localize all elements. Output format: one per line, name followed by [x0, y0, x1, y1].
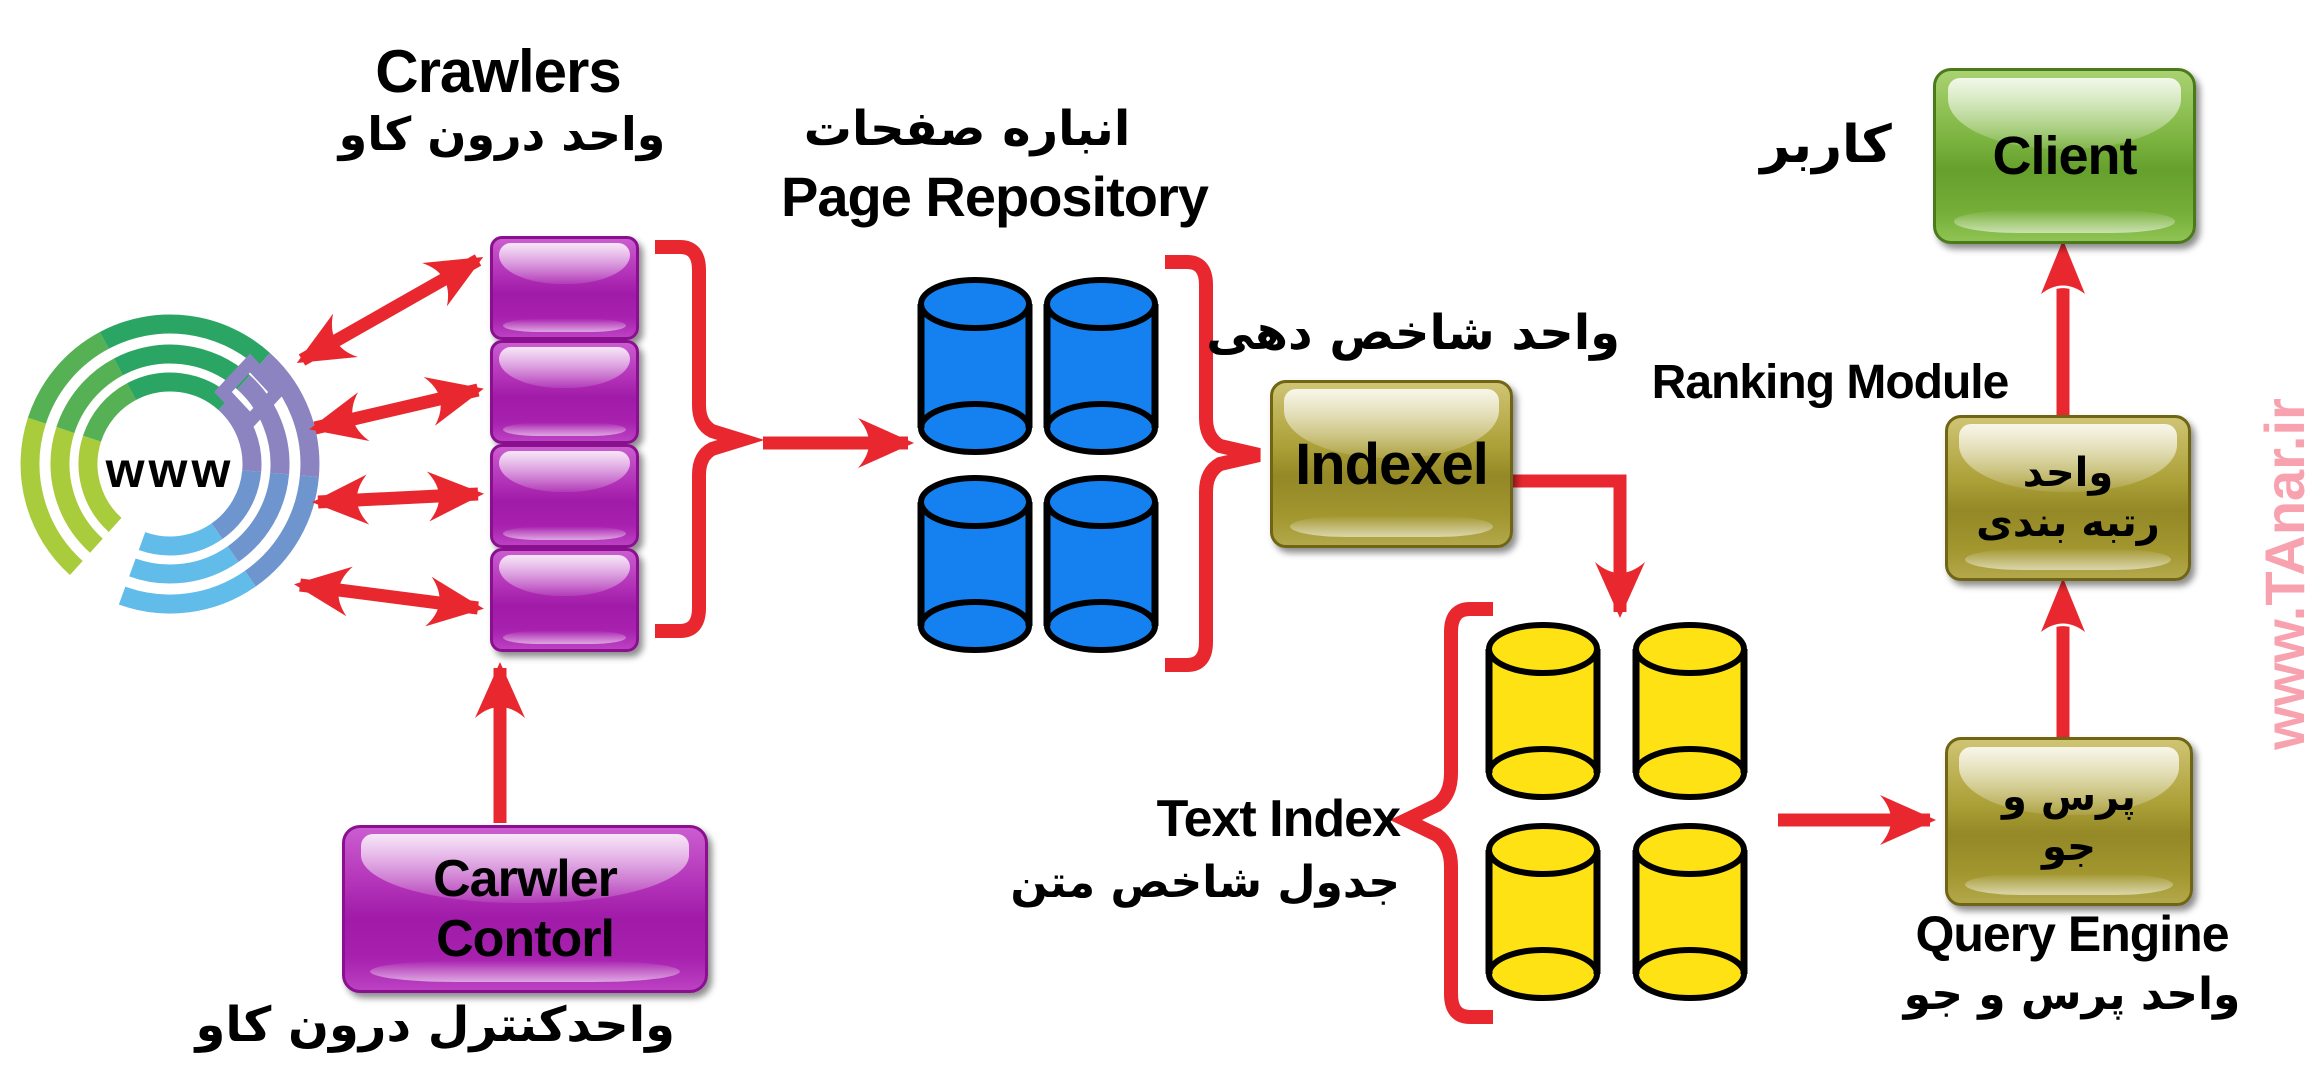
repository-cylinder [921, 280, 1029, 452]
watermark: www.TAnar.ir [2253, 398, 2313, 750]
textindex-cylinder [1489, 826, 1597, 998]
text-index-title-fa: جدول شاخص متن [1010, 857, 1400, 908]
www-diamond-icon [214, 353, 286, 431]
crawler-node-box-3 [490, 444, 639, 548]
repository-cylinder [1047, 478, 1155, 650]
query-box-line2: جو [2042, 823, 2096, 870]
crawler-control-title-fa: واحدکنترل درون کاو [195, 997, 675, 1053]
ranking-module-title: Ranking Module [1651, 356, 2010, 409]
indexer-box-label: Indexel [1295, 431, 1489, 497]
arrow-indexer-textindex [1507, 474, 1645, 618]
crawler-control-box: Carwler Contorl [342, 825, 708, 993]
arrow-www-crawler-4 [294, 566, 484, 627]
brace-crawlers [655, 240, 765, 638]
brace-textindex [1389, 602, 1493, 1024]
repository-cylinder [921, 478, 1029, 650]
www-globe-icon [20, 314, 320, 614]
arrow-www-crawler-3 [312, 471, 484, 525]
www-ring-lightblue-segment [118, 523, 256, 614]
crawler-node-box-1 [490, 236, 639, 340]
www-ring-lime-segment [20, 417, 122, 576]
client-title-fa: کاربر [1760, 115, 1892, 175]
text-index-title: Text Index [1156, 790, 1401, 848]
query-box-line1: پرس و [2002, 773, 2136, 820]
crawler-control-box-label: Carwler Contorl [433, 850, 618, 968]
crawler-node-box-2 [490, 340, 639, 444]
repository-cylinder [1047, 280, 1155, 452]
page-repository-title-fa: انباره صفحات [803, 101, 1131, 157]
crawlers-title: Crawlers [375, 38, 621, 105]
textindex-cylinder [1636, 625, 1744, 797]
www-ring-blue-segment [211, 469, 319, 587]
arrow-ranking-client [2035, 233, 2091, 418]
arrow-www-crawler-2 [309, 377, 484, 441]
arrow-www-crawler-1 [296, 254, 484, 366]
arrow-query-ranking [2035, 571, 2091, 740]
page-repository-title: Page Repository [781, 165, 1209, 228]
ranking-box-line1: واحد [2022, 450, 2114, 496]
brace-repository [1165, 255, 1261, 672]
query-engine-box: پرس و جو [1945, 737, 2193, 906]
www-ring-teal-segment [99, 314, 271, 411]
ranking-box: واحد رتبه بندی [1945, 415, 2191, 581]
query-engine-title: Query Engine [1915, 906, 2229, 962]
client-box-label: Client [1992, 126, 2137, 186]
textindex-cylinder [1636, 826, 1744, 998]
www-ring-green-segment [27, 332, 137, 442]
client-box: Client [1933, 68, 2196, 244]
indexer-title-fa: واحد شاخص دهی [1206, 305, 1620, 361]
crawlers-title-fa: واحد درون کاو [338, 107, 666, 161]
ranking-box-line2: رتبه بندی [1976, 500, 2160, 546]
www-label: www [105, 442, 235, 498]
query-engine-title-fa: واحد پرس و جو [1903, 969, 2241, 1020]
indexer-box: Indexel [1270, 380, 1513, 548]
textindex-cylinder [1489, 625, 1597, 797]
crawler-node-box-4 [490, 548, 639, 652]
